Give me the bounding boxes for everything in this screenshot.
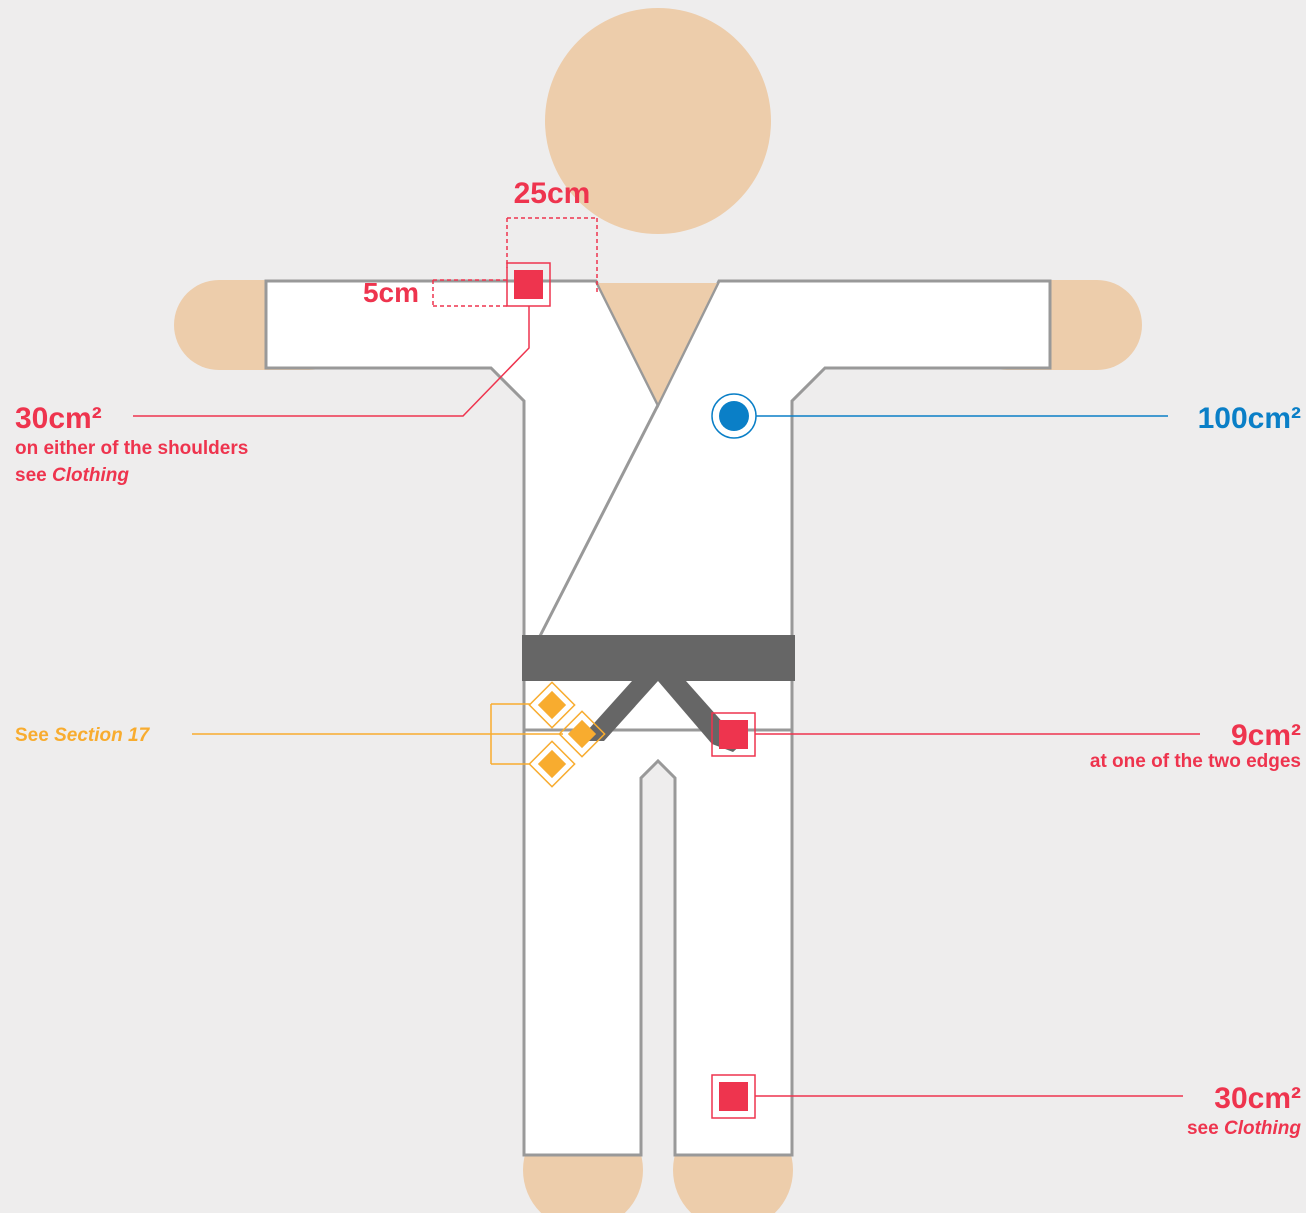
shoulder-see-text: see Clothing	[15, 465, 129, 486]
shoulder-see-link[interactable]: Clothing	[52, 465, 129, 486]
section-see-link[interactable]: Section 17	[54, 725, 150, 746]
section-see-prefix: See	[15, 725, 54, 746]
width-dimension-label: 25cm	[514, 177, 591, 210]
leg-value: 30cm²	[1214, 1082, 1301, 1115]
chest-value: 100cm²	[1198, 402, 1301, 435]
edge-description: at one of the two edges	[1090, 751, 1301, 772]
leg-see-link[interactable]: Clothing	[1224, 1118, 1301, 1139]
shoulder-description: on either of the shoulders	[15, 438, 248, 459]
belt	[522, 635, 795, 681]
leg-see-text: see Clothing	[1187, 1118, 1301, 1139]
shoulder-value: 30cm²	[15, 402, 102, 435]
section-see-text: See Section 17	[15, 725, 151, 746]
height-dimension-label: 5cm	[363, 277, 419, 308]
leg-see-prefix: see	[1187, 1118, 1224, 1139]
edge-value: 9cm²	[1231, 719, 1301, 752]
shoulder-see-prefix: see	[15, 465, 52, 486]
pants	[524, 730, 792, 1155]
